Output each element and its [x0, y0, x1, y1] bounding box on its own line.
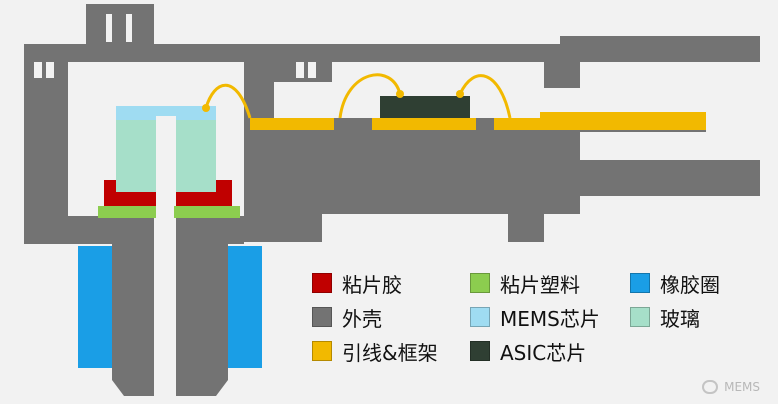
notch-6 [532, 62, 540, 78]
legend-item-rubber: 橡胶圈 [630, 270, 720, 297]
housing-left-wall [24, 60, 68, 244]
legend-swatch [470, 341, 490, 361]
lead-pad-3 [494, 118, 544, 130]
legend-item-plastic: 粘片塑料 [470, 270, 580, 297]
notch-4 [308, 62, 316, 78]
watermark: MEMS [702, 380, 760, 394]
notch-1 [34, 62, 42, 78]
wire-1 [204, 83, 252, 119]
legend-label: 玻璃 [660, 306, 700, 331]
housing-stem [112, 244, 154, 396]
die-attach-plastic [98, 206, 240, 218]
legend-swatch [470, 273, 490, 293]
wire-2 [338, 73, 402, 119]
glass-right [176, 120, 216, 192]
plastic-left [98, 206, 156, 218]
port-channel [106, 14, 112, 42]
housing-divider [244, 60, 274, 120]
mems-chip [116, 106, 216, 120]
legend-label: 外壳 [342, 306, 382, 331]
legend-label: ASIC芯片 [500, 340, 587, 365]
housing [24, 4, 760, 400]
bond-wires [202, 73, 512, 119]
legend-swatch [470, 307, 490, 327]
legend-swatch [630, 307, 650, 327]
wire-3 [458, 74, 512, 119]
notch-5 [520, 62, 528, 78]
legend-item-housing: 外壳 [312, 304, 382, 331]
legend-swatch [312, 273, 332, 293]
housing-port-left [86, 4, 100, 52]
housing-top-frame [24, 4, 760, 88]
legend-swatch [630, 273, 650, 293]
housing-stem-right [176, 244, 228, 396]
glass [116, 120, 216, 192]
lead-pad-2 [372, 118, 476, 130]
housing-port-right [140, 4, 154, 52]
glass-left [116, 120, 156, 192]
lead-pad-1 [250, 118, 334, 130]
legend-item-mems: MEMS芯片 [470, 304, 600, 331]
wire-dot-1 [202, 104, 210, 112]
legend-label: 引线&框架 [342, 340, 438, 365]
notch-3 [296, 62, 304, 78]
legend-label: 粘片塑料 [500, 272, 580, 297]
plastic-right [174, 206, 240, 218]
asic-chip [380, 96, 470, 118]
pressure-hole [154, 212, 176, 400]
legend-item-glass: 玻璃 [630, 304, 700, 331]
leadframe [250, 112, 706, 130]
legend-swatch [312, 307, 332, 327]
legend-label: 粘片胶 [342, 272, 402, 297]
legend-item-adhesive: 粘片胶 [312, 270, 402, 297]
legend-label: 橡胶圈 [660, 272, 720, 297]
legend-label: MEMS芯片 [500, 306, 600, 331]
legend-item-asic: ASIC芯片 [470, 338, 587, 365]
wire-dot-2 [396, 90, 404, 98]
port-channel-2 [126, 14, 132, 42]
legend-swatch [312, 341, 332, 361]
wire-dot-3 [456, 90, 464, 98]
housing-chamber-floor [24, 216, 244, 244]
wechat-icon [702, 380, 719, 394]
watermark-text: MEMS [724, 380, 760, 394]
housing-body [244, 118, 760, 242]
notch-2 [46, 62, 54, 78]
lead-pin [540, 112, 706, 130]
legend-item-leadframe: 引线&框架 [312, 338, 438, 365]
